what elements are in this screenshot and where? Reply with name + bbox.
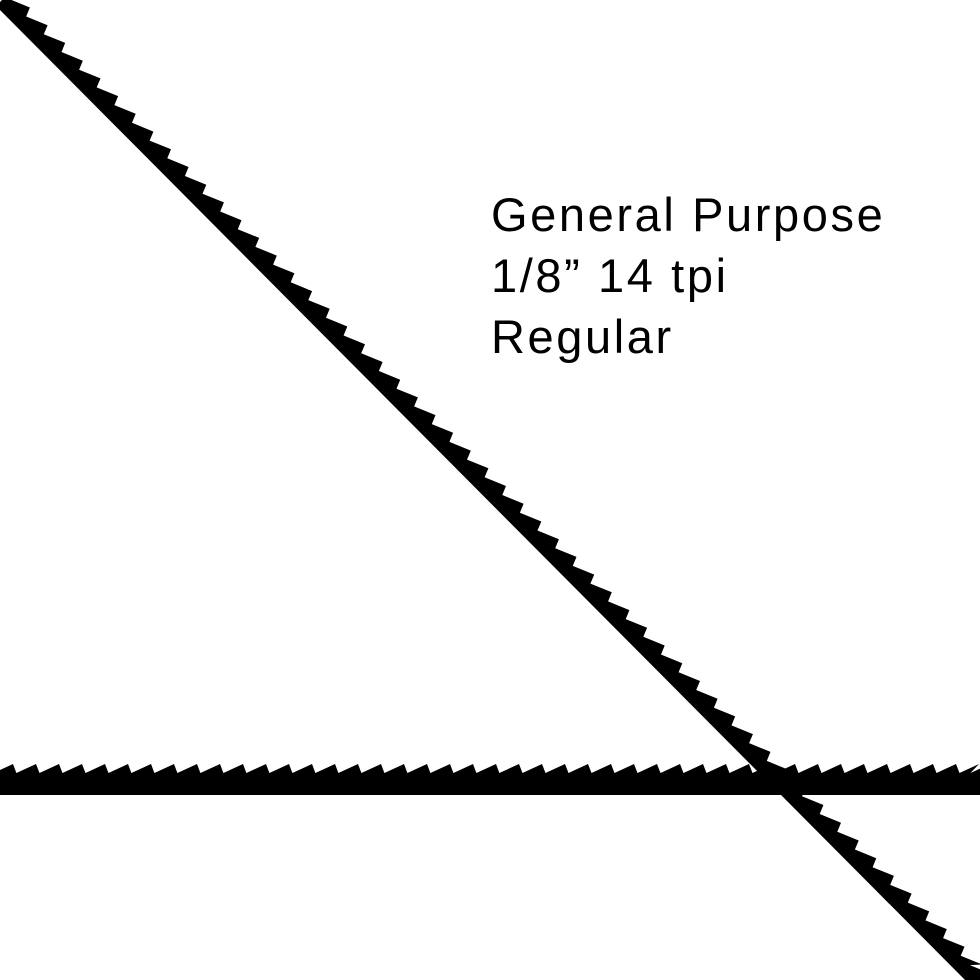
blade-description: General Purpose 1/8” 14 tpi Regular: [491, 184, 980, 367]
horizontal-blade-band: [0, 764, 980, 795]
blade-type-label: Regular: [491, 310, 674, 363]
blade-spec-label: 1/8” 14 tpi: [491, 249, 729, 302]
blade-name-label: General Purpose: [491, 188, 886, 241]
horizontal-saw-blade: [0, 764, 980, 795]
